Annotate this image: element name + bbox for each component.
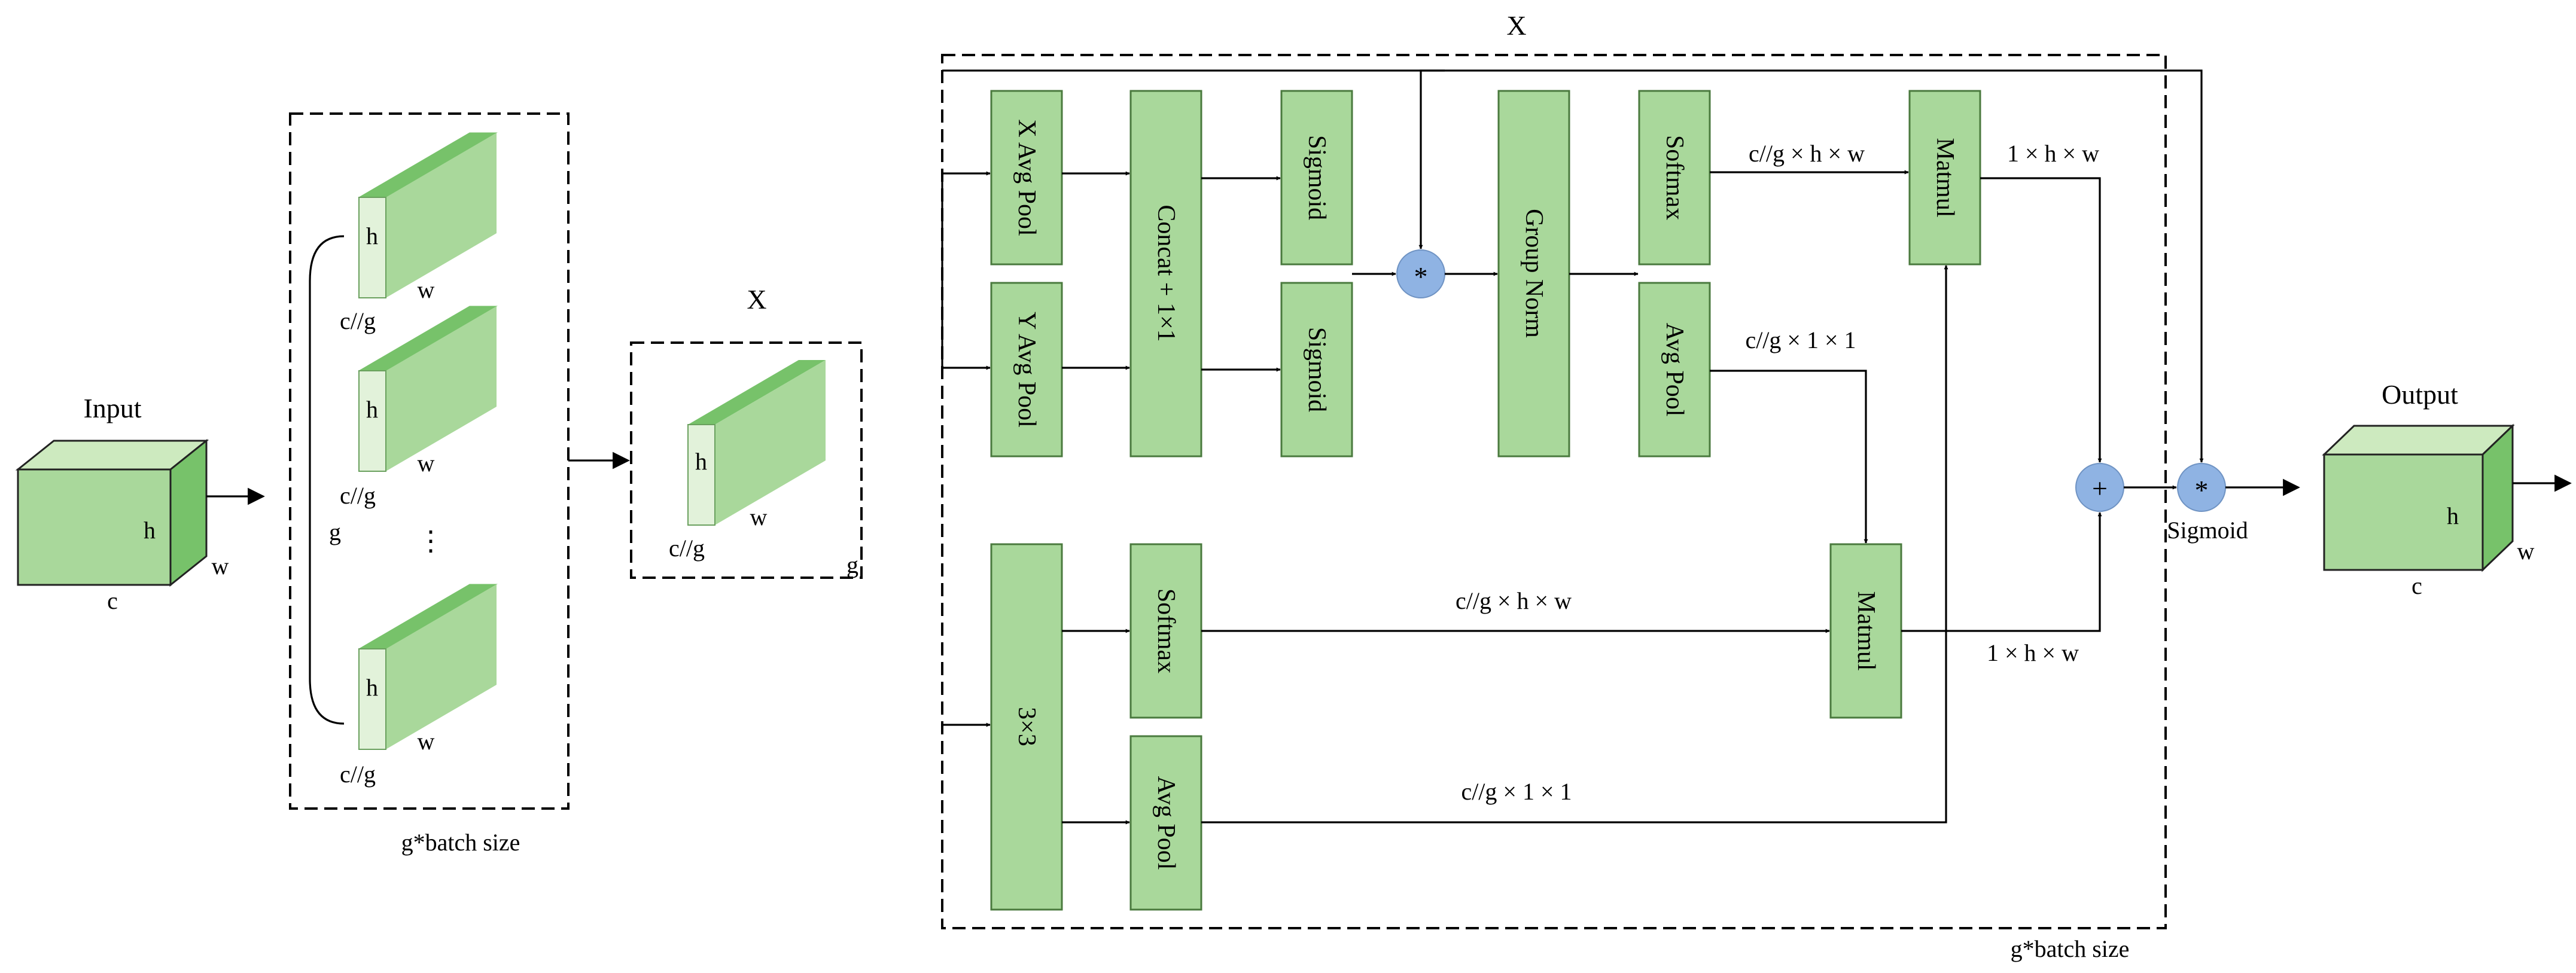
output-w-label: w (2517, 538, 2535, 565)
multiply-out-symbol: * (2195, 475, 2209, 505)
label-cg-1-1-bottom: c//g × 1 × 1 (1461, 778, 1572, 805)
block-matmul-top (1908, 90, 1981, 266)
label-1-h-w-top: 1 × h × w (2007, 140, 2099, 167)
groups-panel (289, 112, 570, 810)
arrow-matmulbottom-add (1901, 512, 2102, 632)
arrow-x-bypass-output (942, 69, 2204, 463)
output-title: Output (2382, 379, 2458, 410)
input-c-label: c (107, 587, 118, 614)
group3-h-label: h (366, 674, 378, 701)
block-softmax-top-label: Softmax (1661, 135, 1688, 220)
block-avg-pool-bottom (1129, 735, 1202, 911)
block-concat (1129, 90, 1202, 457)
group-g-label: g (329, 518, 341, 545)
xpanel-cg-label: c//g (669, 535, 705, 562)
group-slab-3 (358, 584, 498, 750)
input-w-label: w (212, 553, 229, 579)
block-group-norm (1497, 90, 1570, 457)
block-concat-label: Concat + 1×1 (1152, 205, 1180, 341)
block-group-norm-label: Group Norm (1520, 209, 1548, 338)
groups-batch-label: g*batch size (401, 829, 520, 856)
block-matmul-bottom (1829, 543, 1902, 719)
module-box (941, 54, 2167, 929)
output-h-label: h (2447, 502, 2459, 529)
input-title: Input (83, 393, 141, 423)
group-ellipsis: ⋮ (417, 526, 444, 556)
arrow-x-to-multiply (1418, 69, 1445, 249)
block-conv3x3 (990, 543, 1063, 911)
output-c-label: c (2411, 572, 2422, 599)
block-avg-pool-top (1638, 282, 1711, 457)
block-matmul-top-label: Matmul (1931, 138, 1959, 218)
xpanel-h-label: h (695, 448, 707, 475)
group1-h-label: h (366, 222, 378, 249)
label-cg-h-w-top: c//g × h × w (1749, 140, 1865, 167)
block-sigmoid-top (1280, 90, 1353, 266)
group1-cg-label: c//g (340, 307, 376, 334)
block-softmax-bottom-label: Softmax (1152, 588, 1180, 673)
xpanel-g-label: g (847, 551, 858, 578)
block-x-avg-pool (990, 90, 1063, 266)
group2-h-label: h (366, 396, 378, 423)
block-softmax-bottom (1129, 543, 1202, 719)
xpanel-title: X (747, 284, 766, 315)
block-sigmoid-bottom-label: Sigmoid (1303, 327, 1330, 412)
group3-w-label: w (418, 728, 435, 755)
output-cube (2322, 423, 2515, 572)
block-softmax-top (1638, 90, 1711, 266)
group3-cg-label: c//g (340, 761, 376, 788)
block-avg-pool-bottom-label: Avg Pool (1152, 776, 1180, 870)
arrow-avgpool-matmultop (1201, 265, 1948, 823)
add-op-symbol: + (2092, 473, 2108, 504)
block-y-avg-pool (990, 282, 1063, 457)
xpanel-w-label: w (750, 504, 768, 530)
module-title: X (1506, 10, 1526, 41)
multiply-op-symbol: * (1414, 261, 1428, 292)
block-sigmoid-top-label: Sigmoid (1303, 135, 1330, 220)
block-y-avg-pool-label: Y Avg Pool (1013, 312, 1040, 428)
sigmoid-label: Sigmoid (2167, 517, 2248, 544)
arrow-in-y-avg (941, 173, 991, 370)
input-cube (15, 438, 209, 587)
block-conv3x3-label: 3×3 (1013, 707, 1040, 746)
block-avg-pool-top-label: Avg Pool (1661, 323, 1688, 417)
xpanel-box (630, 341, 863, 579)
block-sigmoid-bottom (1280, 282, 1353, 457)
group2-w-label: w (418, 450, 435, 477)
xpanel-slab (687, 360, 826, 526)
arrow-avgpool-matmulbottom (1710, 370, 1868, 544)
group-brace (309, 235, 345, 725)
block-matmul-bottom-label: Matmul (1852, 591, 1880, 671)
input-h-label: h (144, 517, 156, 544)
label-cg-1-1-top: c//g × 1 × 1 (1745, 327, 1856, 353)
label-cg-h-w-bottom: c//g × h × w (1456, 587, 1572, 614)
group-slab-1 (358, 132, 498, 298)
label-1-h-w-bottom: 1 × h × w (1987, 639, 2079, 666)
module-batch-label: g*batch size (2011, 935, 2130, 962)
group1-w-label: w (418, 276, 435, 303)
arrow-matmultop-add (1980, 177, 2102, 463)
group-slab-2 (358, 306, 498, 472)
block-x-avg-pool-label: X Avg Pool (1013, 119, 1040, 236)
group2-cg-label: c//g (340, 482, 376, 509)
